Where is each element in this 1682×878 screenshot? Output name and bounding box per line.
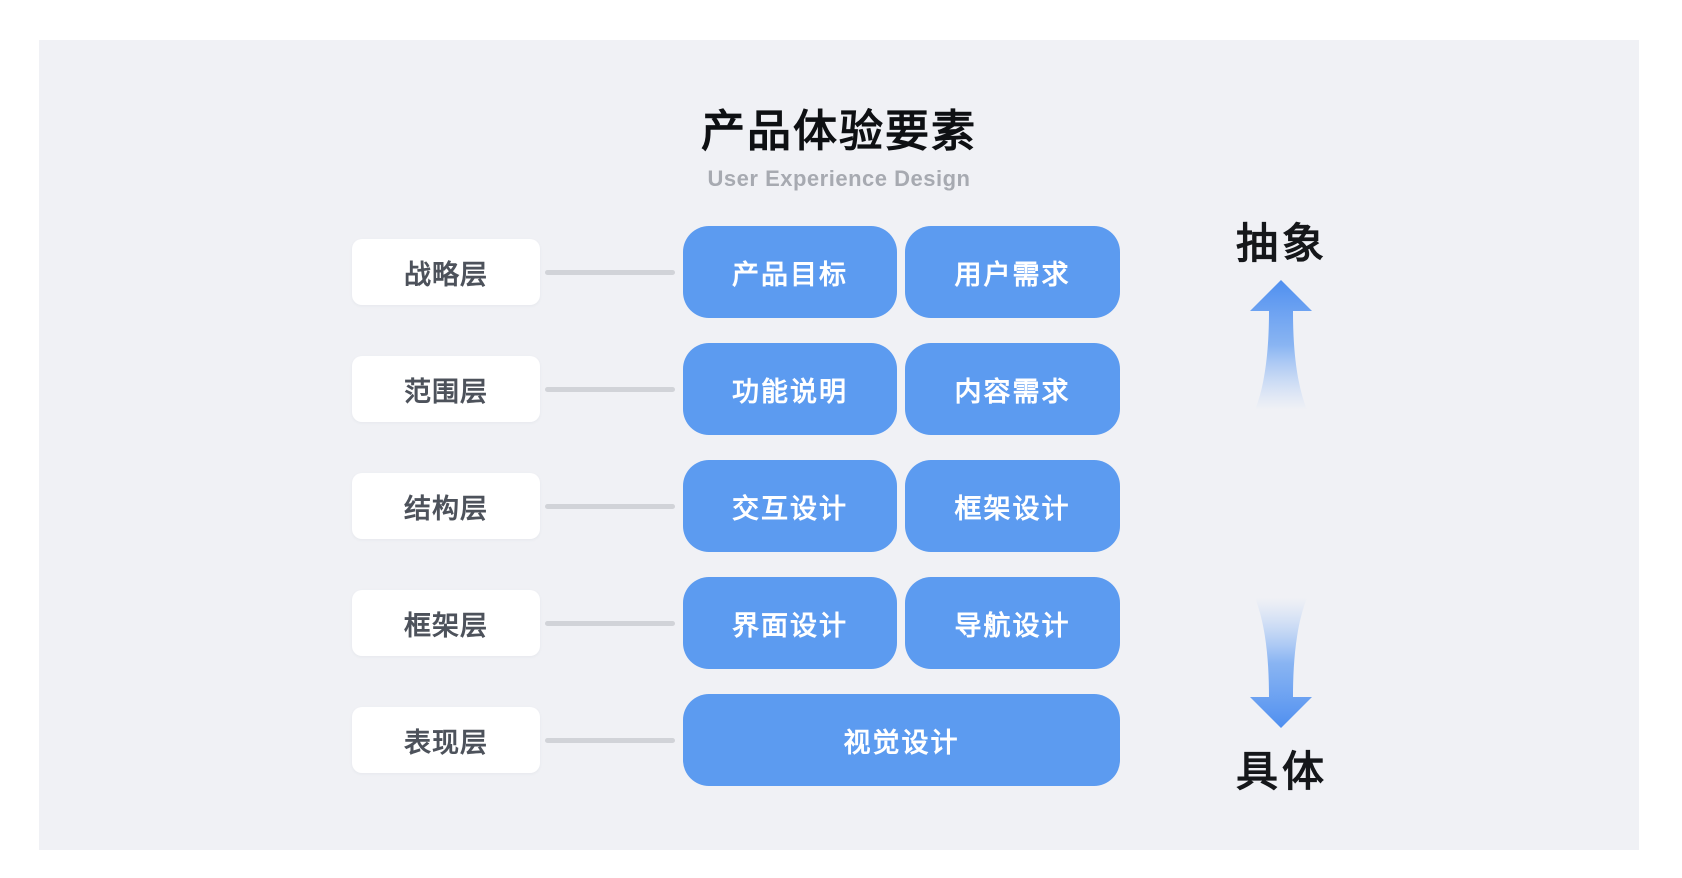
layer-label: 表现层 bbox=[352, 707, 540, 773]
element-box: 界面设计 bbox=[683, 577, 897, 669]
element-box: 内容需求 bbox=[905, 343, 1120, 435]
element-box: 用户需求 bbox=[905, 226, 1120, 318]
layer-label: 结构层 bbox=[352, 473, 540, 539]
layer-label: 战略层 bbox=[352, 239, 540, 305]
down-arrow-icon bbox=[1250, 598, 1312, 728]
page-subtitle: User Experience Design bbox=[707, 166, 971, 191]
element-box: 框架设计 bbox=[905, 460, 1120, 552]
diagram-panel: 产品体验要素 User Experience Design 战略层 产品目标 用… bbox=[39, 40, 1639, 850]
element-box: 功能说明 bbox=[683, 343, 897, 435]
layer-label: 框架层 bbox=[352, 590, 540, 656]
element-box: 导航设计 bbox=[905, 577, 1120, 669]
layer-label: 范围层 bbox=[352, 356, 540, 422]
up-arrow-icon bbox=[1250, 280, 1312, 410]
connector-line bbox=[545, 621, 675, 626]
element-box: 产品目标 bbox=[683, 226, 897, 318]
connector-line bbox=[545, 504, 675, 509]
axis-label-concrete: 具体 bbox=[1235, 748, 1328, 795]
element-box: 交互设计 bbox=[683, 460, 897, 552]
connector-line bbox=[545, 270, 675, 275]
axis-label-abstract: 抽象 bbox=[1235, 220, 1328, 267]
connector-line bbox=[545, 387, 675, 392]
connector-line bbox=[545, 738, 675, 743]
element-box: 视觉设计 bbox=[683, 694, 1120, 786]
page-title: 产品体验要素 bbox=[701, 107, 977, 156]
